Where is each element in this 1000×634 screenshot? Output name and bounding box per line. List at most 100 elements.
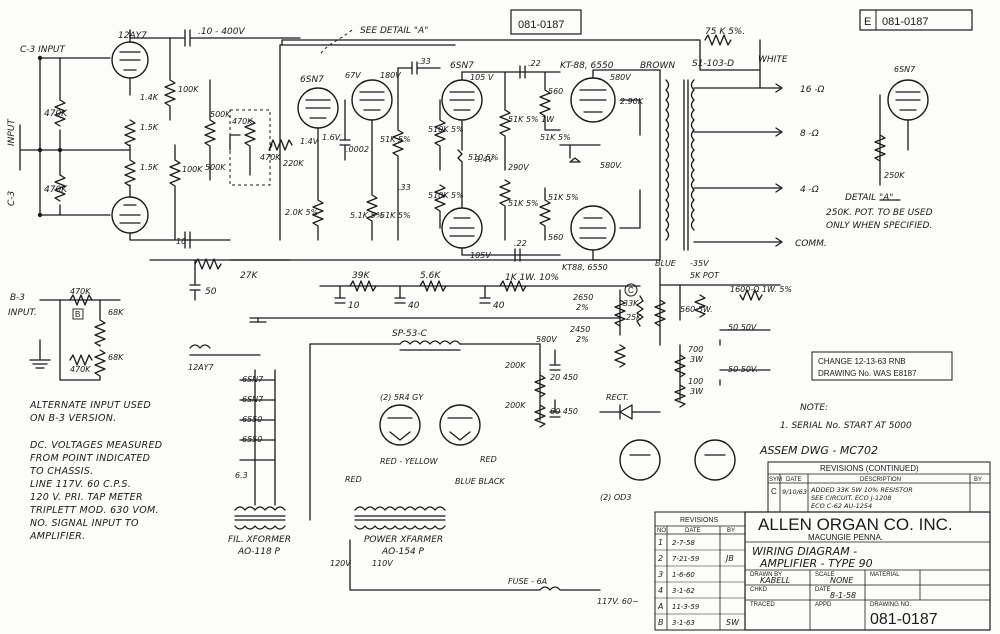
svg-text:120V: 120V bbox=[330, 559, 351, 568]
svg-text:500K: 500K bbox=[205, 163, 226, 172]
svg-text:60 450: 60 450 bbox=[550, 407, 578, 416]
svg-text:NO. SIGNAL INPUT TO: NO. SIGNAL INPUT TO bbox=[30, 518, 139, 529]
svg-text:TRIPLETT MOD. 630 VOM.: TRIPLETT MOD. 630 VOM. bbox=[30, 505, 159, 516]
svg-text:3.4V: 3.4V bbox=[475, 155, 494, 164]
svg-text:FUSE - 6A: FUSE - 6A bbox=[508, 577, 547, 586]
r-470k-b-label: 470K bbox=[44, 185, 68, 195]
svg-text:3W: 3W bbox=[690, 387, 704, 396]
svg-text:6SN7: 6SN7 bbox=[894, 65, 916, 74]
svg-text:33K: 33K bbox=[623, 299, 639, 308]
svg-text:9/10/63: 9/10/63 bbox=[782, 488, 807, 496]
svg-text:TO CHASSIS.: TO CHASSIS. bbox=[30, 466, 93, 477]
svg-text:FROM POINT INDICATED: FROM POINT INDICATED bbox=[30, 453, 150, 464]
svg-text:POWER XFARMER: POWER XFARMER bbox=[364, 535, 443, 545]
svg-text:51K 5% 1W: 51K 5% 1W bbox=[508, 115, 555, 124]
tube-output-top bbox=[570, 77, 616, 123]
svg-text:JB: JB bbox=[724, 554, 734, 563]
svg-text:2: 2 bbox=[658, 554, 663, 563]
svg-text:ASSEM DWG - MC702: ASSEM DWG - MC702 bbox=[759, 444, 878, 457]
svg-text:68K: 68K bbox=[108, 308, 124, 317]
doc-number-corner: E 081-0187 bbox=[859, 9, 973, 31]
svg-text:DATE: DATE bbox=[815, 587, 831, 593]
svg-text:.22: .22 bbox=[528, 59, 541, 68]
svg-text:560: 560 bbox=[548, 87, 563, 96]
svg-text:COMM.: COMM. bbox=[795, 239, 827, 249]
drawing-number: 081-0187 bbox=[870, 611, 938, 628]
svg-text:.22: .22 bbox=[514, 239, 527, 248]
detail-a-tube bbox=[874, 79, 929, 201]
svg-text:1.5K: 1.5K bbox=[140, 163, 159, 172]
svg-text:.10 - 400V: .10 - 400V bbox=[198, 27, 245, 37]
svg-text:1.6V: 1.6V bbox=[322, 133, 341, 142]
svg-text:ONLY WHEN SPECIFIED.: ONLY WHEN SPECIFIED. bbox=[826, 221, 932, 231]
svg-text:2.0K 5%: 2.0K 5% bbox=[285, 208, 318, 217]
svg-text:120 V. PRI. TAP METER: 120 V. PRI. TAP METER bbox=[30, 492, 143, 503]
svg-text:1.5K: 1.5K bbox=[140, 123, 159, 132]
svg-text:BY: BY bbox=[727, 528, 735, 534]
filament-transformer bbox=[234, 506, 286, 530]
svg-text:700: 700 bbox=[688, 345, 703, 354]
svg-text:8-1-58: 8-1-58 bbox=[830, 591, 856, 600]
svg-text:6SN7: 6SN7 bbox=[450, 61, 474, 71]
filter-caps bbox=[534, 343, 561, 428]
svg-text:470K: 470K bbox=[70, 365, 91, 374]
svg-text:DESCRIPTION: DESCRIPTION bbox=[860, 477, 901, 483]
svg-text:200K: 200K bbox=[505, 401, 526, 410]
svg-text:2450: 2450 bbox=[570, 325, 590, 334]
svg-text:ON B-3 VERSION.: ON B-3 VERSION. bbox=[30, 413, 116, 424]
tube-v1-bottom bbox=[111, 196, 149, 234]
svg-text:67V: 67V bbox=[345, 71, 361, 80]
svg-text:S1-103-D: S1-103-D bbox=[692, 59, 734, 69]
svg-text:1-6-60: 1-6-60 bbox=[672, 571, 695, 579]
svg-text:6SN7: 6SN7 bbox=[242, 395, 264, 404]
svg-text:SW: SW bbox=[726, 618, 740, 627]
svg-text:3W: 3W bbox=[690, 355, 704, 364]
input-wiring bbox=[19, 55, 131, 218]
svg-text:12AY7: 12AY7 bbox=[188, 363, 215, 372]
rectifier-diode bbox=[599, 404, 661, 420]
svg-text:220K: 220K bbox=[283, 159, 304, 168]
v1-cathode-network bbox=[124, 77, 136, 198]
svg-text:RED: RED bbox=[480, 455, 497, 464]
svg-text:510 5%: 510 5% bbox=[468, 153, 499, 162]
svg-text:20 450: 20 450 bbox=[550, 373, 578, 382]
svg-text:510K 5%: 510K 5% bbox=[428, 125, 464, 134]
svg-text:51K 5%: 51K 5% bbox=[540, 133, 571, 142]
svg-text:470K: 470K bbox=[232, 117, 253, 126]
svg-text:C: C bbox=[771, 487, 777, 496]
svg-text:B: B bbox=[75, 310, 80, 319]
svg-text:39K: 39K bbox=[352, 271, 370, 281]
svg-text:2-7-58: 2-7-58 bbox=[672, 539, 695, 547]
svg-text:CHKD: CHKD bbox=[750, 587, 768, 593]
svg-text:200K: 200K bbox=[505, 361, 526, 370]
svg-text:AO-154 P: AO-154 P bbox=[381, 547, 425, 557]
svg-text:AMPLIFIER - TYPE 90: AMPLIFIER - TYPE 90 bbox=[759, 557, 873, 570]
tube-v2-right bbox=[351, 79, 393, 121]
svg-text:10: 10 bbox=[176, 237, 186, 246]
title-block: ALLEN ORGAN CO. INC. MACUNGIE PENNA. WIR… bbox=[744, 511, 991, 631]
v2-wiring bbox=[229, 44, 601, 261]
regulator-tubes bbox=[619, 439, 736, 481]
svg-text:1: 1 bbox=[658, 538, 663, 547]
svg-text:-35V: -35V bbox=[690, 259, 709, 268]
c3-side-label: C-3 bbox=[7, 190, 17, 206]
svg-text:105 V: 105 V bbox=[470, 73, 494, 82]
svg-text:.33: .33 bbox=[418, 57, 431, 66]
heater-list bbox=[189, 344, 276, 506]
tube-v1-label: 12AY7 bbox=[118, 31, 147, 41]
svg-text:6SN7: 6SN7 bbox=[300, 75, 324, 85]
svg-text:1.4V: 1.4V bbox=[300, 137, 319, 146]
svg-text:51K 5%: 51K 5% bbox=[548, 193, 579, 202]
svg-text:SCALE: SCALE bbox=[815, 572, 835, 578]
svg-text:SEE CIRCUIT. ECO J-1208: SEE CIRCUIT. ECO J-1208 bbox=[811, 494, 892, 502]
svg-text:180V: 180V bbox=[380, 71, 401, 80]
svg-text:117V. 60~: 117V. 60~ bbox=[597, 597, 639, 606]
svg-text:1K 1W. 10%: 1K 1W. 10% bbox=[505, 273, 559, 283]
svg-text:250K. POT. TO BE USED: 250K. POT. TO BE USED bbox=[826, 208, 933, 218]
svg-text:560 5W.: 560 5W. bbox=[680, 305, 713, 314]
svg-text:470K: 470K bbox=[70, 287, 91, 296]
svg-text:51K 5%: 51K 5% bbox=[380, 135, 411, 144]
power-transformer bbox=[349, 506, 601, 591]
svg-text:SP-53-C: SP-53-C bbox=[392, 329, 428, 339]
